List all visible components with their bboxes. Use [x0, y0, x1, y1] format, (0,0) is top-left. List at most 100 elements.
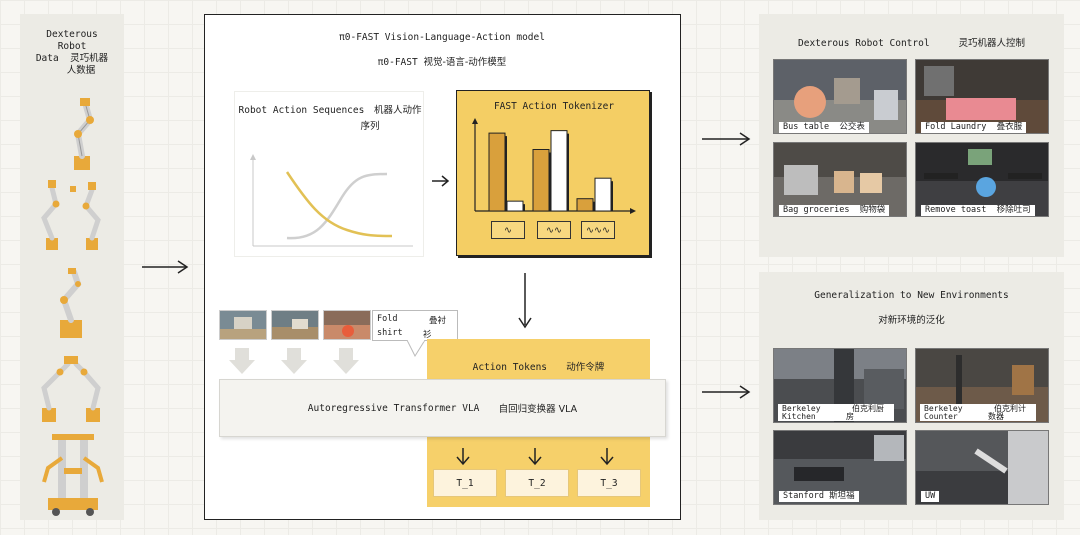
- wave-token-1: ∿: [491, 221, 525, 239]
- token-bar-shadow-1-2: [523, 204, 525, 211]
- task-caption-bag-groceries-en: Bag groceries: [783, 205, 850, 215]
- action-tokens-label: Action Tokens 动作令牌: [427, 355, 650, 374]
- model-subtitle: π0-FAST 视觉-语言-动作模型: [205, 54, 679, 68]
- task-caption-fold-laundry-cn: 叠衣服: [996, 122, 1023, 132]
- task-caption-remove-toast-cn: 移除吐司: [996, 205, 1031, 215]
- env-caption-berkeley-counter: Berkeley Counter 伯克利计 数器: [920, 404, 1036, 421]
- yellow-curve: [285, 171, 393, 238]
- robot-data-title-line2: Robot: [57, 41, 87, 52]
- model-subtitle-cn: 视觉-语言-动作模型: [423, 57, 507, 68]
- env-caption-berkeley-counter-cn2: 数器: [988, 412, 1004, 421]
- env-caption-stanford-cn: 斯坦福: [829, 491, 855, 501]
- gray-curve: [286, 172, 388, 240]
- wave-token-2: ∿∿: [537, 221, 571, 239]
- wave-token-3-glyph: ∿∿∿: [586, 224, 610, 236]
- token-bar-shadow-3-2: [611, 181, 613, 211]
- generalization-title: Generalization to New Environments: [814, 290, 1009, 301]
- arrow-right-4: [702, 385, 751, 399]
- token-t2: T_2: [505, 469, 569, 497]
- observation-thumb-1: [219, 310, 267, 340]
- env-caption-stanford: Stanford 斯坦福: [779, 491, 859, 502]
- token-bar-3-2: [594, 177, 612, 212]
- token-bar-1-1: [488, 132, 506, 212]
- robot-data-title-line1: Dexterous: [46, 29, 98, 40]
- token-t3: T_3: [577, 469, 641, 497]
- task-caption-fold-laundry: Fold Laundry 叠衣服: [921, 122, 1027, 133]
- thumb-down-arrow-2: [281, 348, 307, 374]
- transformer-box: Autoregressive Transformer VLA 自回归变换器 VL…: [219, 379, 666, 437]
- action-sequences-title-en: Robot Action Sequences: [238, 105, 365, 116]
- task-caption-remove-toast: Remove toast 移除吐司: [921, 205, 1035, 216]
- model-frame: π0-FAST Vision-Language-Action model π0-…: [204, 14, 681, 520]
- mobile-robot-icon: [42, 434, 104, 516]
- task-caption-bus-table-en: Bus table: [783, 122, 830, 132]
- action-tokens-label-en: Action Tokens: [472, 362, 548, 373]
- action-curves-plot: [250, 154, 413, 247]
- wave-token-2-glyph: ∿∿: [546, 224, 562, 236]
- robot-data-title-cn1: 灵巧机器: [70, 53, 109, 64]
- task-photo-bus-table: Bus table 公交表: [773, 59, 907, 134]
- env-photo-stanford: Stanford 斯坦福: [773, 430, 907, 505]
- action-sequences-title-cn2: 序列: [360, 121, 380, 132]
- task-caption-bus-table-cn: 公交表: [839, 122, 865, 132]
- token-arrow-3: [600, 448, 614, 466]
- robot-data-title: Dexterous Robot Data 灵巧机器 人数据: [20, 29, 124, 77]
- arrow-right-3: [702, 132, 751, 146]
- model-subtitle-prefix: π0-FAST: [377, 57, 418, 68]
- robot-data-title-line3: Data: [35, 53, 59, 64]
- dual-arm-robot-icon: [41, 180, 101, 250]
- thumb-down-arrow-3: [333, 348, 359, 374]
- env-photo-uw: UW: [915, 430, 1049, 505]
- gripper-arm-robot-icon: [60, 268, 82, 338]
- env-caption-berkeley-kitchen-en1: Berkeley: [782, 404, 821, 413]
- instruction-en1: Fold: [377, 314, 398, 324]
- task-caption-bag-groceries: Bag groceries 购物袋: [779, 205, 890, 216]
- instruction-en2: shirt: [377, 328, 403, 338]
- bimanual-robot-icon: [41, 356, 101, 422]
- env-caption-berkeley-counter-cn1: 伯克利计: [994, 404, 1026, 413]
- env-caption-uw: UW: [921, 491, 940, 502]
- instruction-cn1: 叠衬: [429, 316, 447, 326]
- token-bar-2-2: [550, 130, 568, 212]
- generalization-panel: Generalization to New Environments 对新环境的…: [759, 272, 1064, 520]
- robot-control-title-en: Dexterous Robot Control: [798, 38, 930, 49]
- generalization-subtitle: 对新环境的泛化: [878, 315, 945, 326]
- token-bar-2-1: [532, 149, 550, 212]
- token-bar-shadow-1-1: [505, 136, 507, 211]
- token-bar-shadow-2-1: [549, 152, 551, 211]
- env-photo-berkeley-kitchen: Berkeley Kitchen 伯克利厨 房: [773, 348, 907, 423]
- robot-data-panel: Dexterous Robot Data 灵巧机器 人数据: [20, 14, 124, 520]
- task-caption-remove-toast-en: Remove toast: [925, 205, 987, 215]
- env-caption-uw-en: UW: [925, 491, 936, 501]
- action-sequences-box: Robot Action Sequences 机器人动作 序列: [234, 91, 424, 257]
- env-caption-stanford-en: Stanford: [783, 491, 824, 501]
- robot-control-title: Dexterous Robot Control 灵巧机器人控制: [759, 31, 1064, 50]
- tokenizer-bar-chart: [472, 118, 636, 214]
- observation-thumb-2: [271, 310, 319, 340]
- token-bar-shadow-3-1: [593, 201, 595, 211]
- token-t1: T_1: [433, 469, 497, 497]
- arrow-right-1: [142, 260, 189, 274]
- env-caption-berkeley-kitchen-cn1: 伯克利厨: [852, 404, 884, 413]
- thumb-down-arrow-1: [229, 348, 255, 374]
- task-caption-fold-laundry-en: Fold Laundry: [925, 122, 987, 132]
- task-photo-fold-laundry: Fold Laundry 叠衣服: [915, 59, 1049, 134]
- token-arrow-2: [528, 448, 542, 466]
- action-sequences-title: Robot Action Sequences 机器人动作 序列: [235, 101, 425, 133]
- env-caption-berkeley-counter-en1: Berkeley: [924, 404, 963, 413]
- wave-token-1-glyph: ∿: [504, 224, 512, 236]
- token-arrow-1: [456, 448, 470, 466]
- action-sequences-title-cn1: 机器人动作: [373, 105, 422, 116]
- task-caption-bus-table: Bus table 公交表: [779, 122, 869, 133]
- robot-data-title-cn2: 人数据: [66, 65, 96, 76]
- single-arm-robot-icon: [74, 98, 94, 170]
- robot-control-panel: Dexterous Robot Control 灵巧机器人控制 Bus tabl…: [759, 14, 1064, 257]
- transformer-label-en: Autoregressive Transformer VLA: [307, 402, 480, 414]
- bubble-tail: [406, 340, 426, 358]
- arrow-right-2: [432, 175, 450, 187]
- env-caption-berkeley-counter-en2: Counter: [924, 412, 958, 421]
- task-photo-bag-groceries: Bag groceries 购物袋: [773, 142, 907, 217]
- action-tokens-label-cn: 动作令牌: [566, 362, 605, 373]
- instruction-cn2: 衫: [423, 330, 432, 340]
- transformer-label-cn: 自回归变换器 VLA: [498, 404, 578, 415]
